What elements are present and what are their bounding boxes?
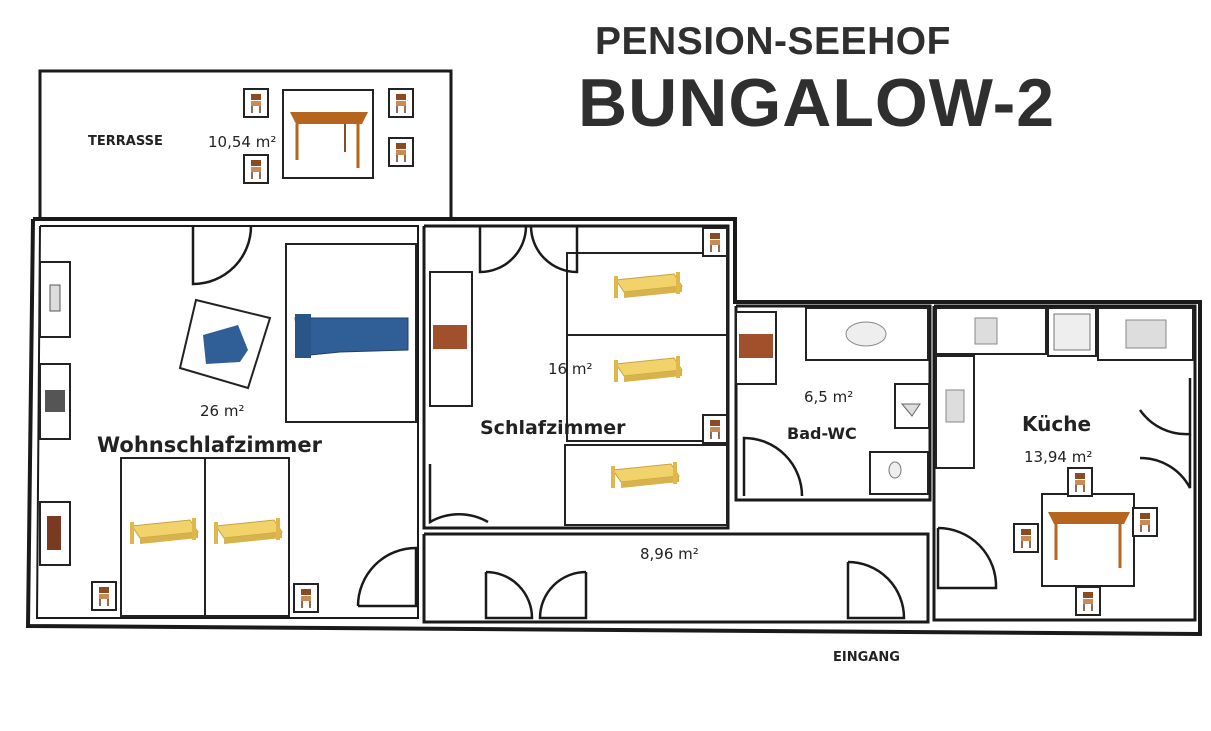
terrace-table [282,89,374,179]
bath-area-label: 6,5 m² [804,388,854,406]
living-room-furniture [39,243,417,617]
bedroom-label: Schlafzimmer [480,417,626,439]
kitchen-area-label: 13,94 m² [1024,448,1093,466]
doors [191,225,1192,620]
entrance-label: EINGANG [833,650,900,665]
kitchen-label: Küche [1022,412,1092,436]
bath-label: Bad-WC [787,424,857,443]
title-line-2: BUNGALOW-2 [578,65,1056,141]
living-area-label: 26 m² [200,402,245,420]
bedroom-area-label: 16 m² [548,360,593,378]
bedroom-furniture [429,252,728,526]
bathroom-fixtures [735,307,930,495]
terrace-label: TERRASSE [88,134,163,149]
title-line-1: PENSION-SEEHOF [595,20,951,63]
hall-area-label: 8,96 m² [640,545,699,563]
terrace-area-label: 10,54 m² [208,133,277,151]
outer-walls [25,217,1202,637]
living-room-label: Wohnschlafzimmer [97,433,322,457]
kitchen-furniture [935,307,1194,587]
